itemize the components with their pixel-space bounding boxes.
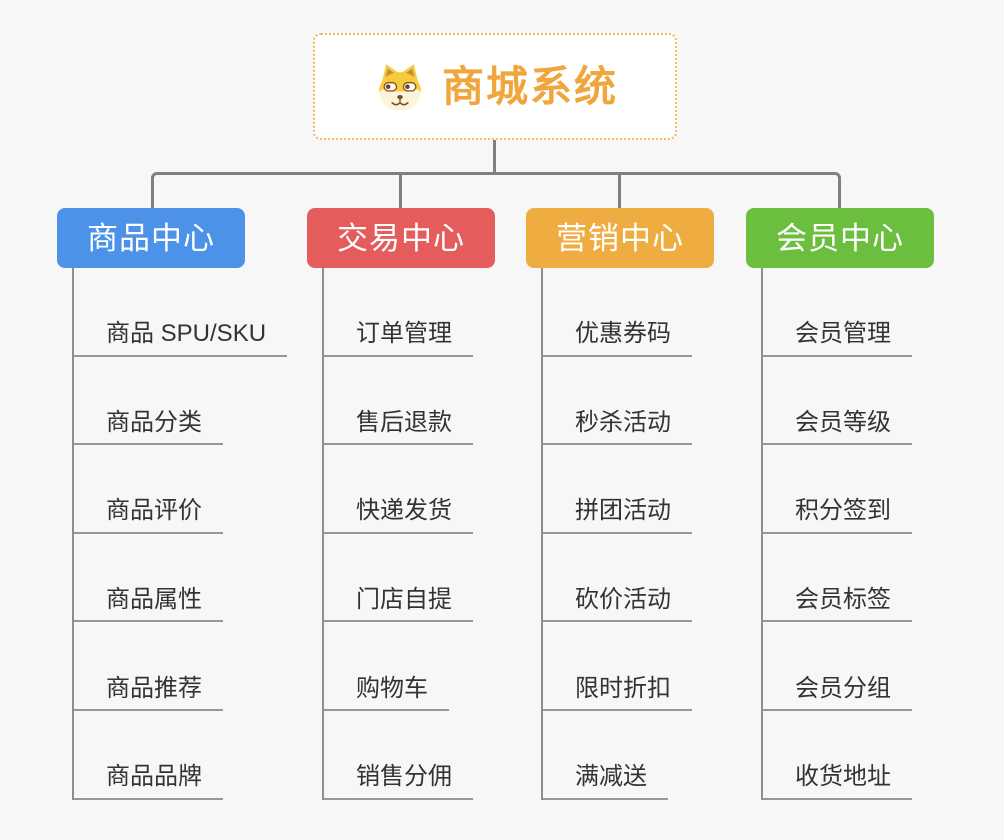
leaf-item: 会员管理 [763,268,934,357]
connector-root-drop [493,140,496,172]
leaf-item: 商品分类 [74,357,287,446]
leaf-label[interactable]: 优惠券码 [543,320,692,357]
leaf-label[interactable]: 门店自提 [324,586,473,623]
branch-children: 会员管理 会员等级 积分签到 会员标签 会员分组 收货地址 [761,268,934,800]
leaf-label[interactable]: 会员管理 [763,320,912,357]
leaf-item: 满减送 [543,711,714,800]
leaf-label[interactable]: 商品评价 [74,498,223,534]
leaf-item: 秒杀活动 [543,357,714,446]
branch-node[interactable]: 交易中心 [307,208,495,268]
leaf-item: 会员分组 [763,622,934,711]
leaf-item: 拼团活动 [543,445,714,534]
leaf-label[interactable]: 砍价活动 [543,586,692,623]
leaf-item: 限时折扣 [543,622,714,711]
leaf-item: 商品品牌 [74,711,287,800]
leaf-label[interactable]: 秒杀活动 [543,409,692,446]
leaf-label[interactable]: 快递发货 [324,498,473,534]
leaf-item: 订单管理 [324,268,495,357]
leaf-item: 销售分佣 [324,711,495,800]
leaf-label[interactable]: 售后退款 [324,409,473,446]
branch-node[interactable]: 会员中心 [746,208,934,268]
leaf-label[interactable]: 商品 SPU/SKU [74,320,288,357]
branch-children: 订单管理 售后退款 快递发货 门店自提 购物车 销售分佣 [322,268,495,800]
leaf-item: 商品评价 [74,445,287,534]
connector-drop-branch-3 [618,172,621,208]
branch-children: 商品 SPU/SKU 商品分类 商品评价 商品属性 商品推荐 商品品牌 [72,268,288,800]
branch-column-marketing: 营销中心 优惠券码 秒杀活动 拼团活动 砍价活动 限时折扣 满减送 [526,208,714,800]
leaf-label[interactable]: 积分签到 [763,498,912,534]
branch-children: 优惠券码 秒杀活动 拼团活动 砍价活动 限时折扣 满减送 [541,268,714,800]
branch-column-trade: 交易中心 订单管理 售后退款 快递发货 门店自提 购物车 销售分佣 [307,208,495,800]
leaf-label[interactable]: 收货地址 [763,763,912,800]
leaf-label[interactable]: 限时折扣 [543,675,692,711]
leaf-label[interactable]: 会员等级 [763,409,912,446]
branch-node[interactable]: 商品中心 [57,208,245,268]
leaf-item: 快递发货 [324,445,495,534]
leaf-item: 商品 SPU/SKU [74,268,288,357]
leaf-item: 购物车 [324,622,495,711]
branch-column-members: 会员中心 会员管理 会员等级 积分签到 会员标签 会员分组 收货地址 [746,208,934,800]
dog-icon [372,59,428,115]
leaf-item: 砍价活动 [543,534,714,623]
leaf-item: 门店自提 [324,534,495,623]
leaf-item: 商品属性 [74,534,287,623]
leaf-item: 收货地址 [763,711,934,800]
leaf-label[interactable]: 商品分类 [74,409,223,446]
leaf-item: 会员标签 [763,534,934,623]
leaf-label[interactable]: 会员分组 [763,675,912,711]
root-node[interactable]: 商城系统 [313,33,677,140]
leaf-label[interactable]: 购物车 [324,675,449,711]
branch-node[interactable]: 营销中心 [526,208,714,268]
connector-bus [151,172,841,208]
leaf-item: 积分签到 [763,445,934,534]
branch-column-products: 商品中心 商品 SPU/SKU 商品分类 商品评价 商品属性 商品推荐 商品品牌 [57,208,288,800]
leaf-label[interactable]: 销售分佣 [324,763,473,800]
root-title: 商城系统 [441,62,618,110]
connector-drop-branch-2 [399,172,402,208]
leaf-label[interactable]: 满减送 [543,763,668,800]
leaf-label[interactable]: 会员标签 [763,586,912,623]
leaf-label[interactable]: 商品推荐 [74,675,223,711]
leaf-label[interactable]: 拼团活动 [543,498,692,534]
leaf-item: 售后退款 [324,357,495,446]
leaf-item: 商品推荐 [74,622,287,711]
leaf-label[interactable]: 商品属性 [74,586,223,623]
leaf-label[interactable]: 商品品牌 [74,763,223,800]
leaf-label[interactable]: 订单管理 [324,320,473,357]
leaf-item: 会员等级 [763,357,934,446]
leaf-item: 优惠券码 [543,268,714,357]
